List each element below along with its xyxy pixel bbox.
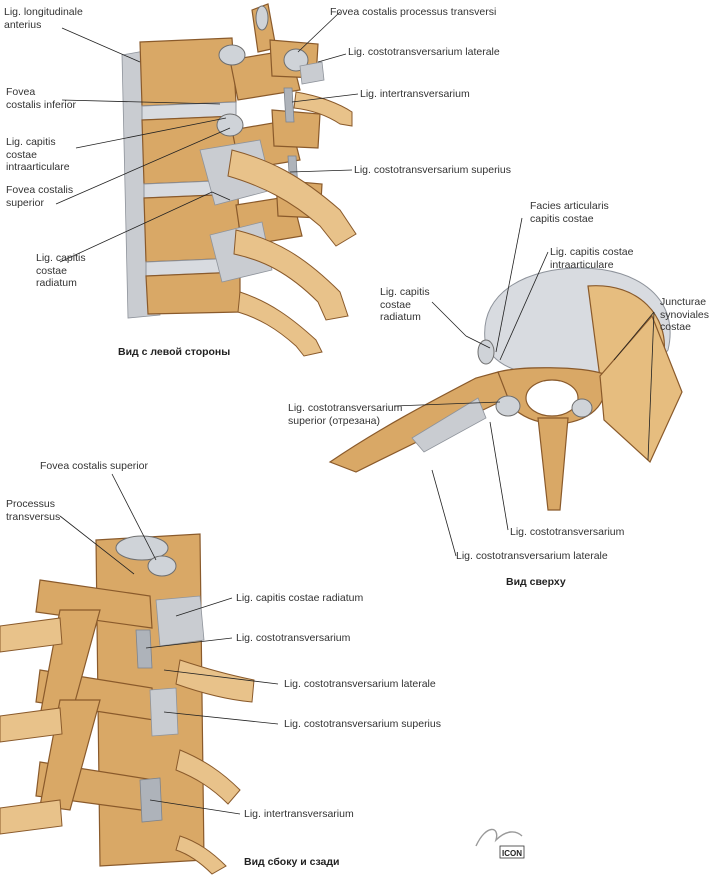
caption-left-view: Вид с левой стороны: [118, 346, 231, 358]
head-of-rib-joint: [477, 339, 495, 365]
left-view-illustration: [121, 3, 357, 357]
signature-mark: [475, 828, 523, 847]
rib: [175, 749, 241, 805]
rib: [175, 835, 227, 875]
label-lig-costotransversarium-laterale-top: Lig. costotransversarium laterale: [456, 550, 608, 562]
side-back-view-leaders: [59, 473, 279, 815]
vertebral-body-top-surface: [115, 535, 169, 561]
label-lig-capitis-costae-intraarticulare: Lig. capitis costae intraarticulare: [6, 136, 70, 173]
label-facies-articularis-capitis-costae: Facies articularis capitis costae: [530, 200, 609, 225]
label-lig-costotransversarium-laterale: Lig. costotransversarium laterale: [348, 46, 500, 58]
left-view-leaders: [55, 11, 359, 263]
label-lig-capitis-costae-radiatum: Lig. capitis costae radiatum: [36, 252, 86, 289]
top-view-leaders: [393, 217, 655, 557]
label-fovea-costalis-inferior: Fovea costalis inferior: [6, 86, 77, 111]
svg-text:ICON: ICON: [502, 849, 522, 858]
caption-side-back-view: Вид сбоку и сзади: [244, 856, 340, 868]
articular-facet: [255, 5, 269, 31]
label-fovea-costalis-superior: Fovea costalis superior: [6, 184, 74, 209]
label-lig-costotransversarium-laterale-back: Lig. costotransversarium laterale: [284, 678, 436, 690]
rib: [227, 149, 357, 247]
top-view-illustration: [328, 267, 683, 511]
label-lig-capitis-costae-intraarticulare-top: Lig. capitis costae intraarticulare: [550, 246, 634, 271]
costal-facet: [216, 113, 244, 137]
rib: [0, 617, 63, 653]
label-fovea-costalis-superior-back: Fovea costalis superior: [40, 460, 148, 472]
costotransverse-ligament-top: [411, 397, 487, 453]
label-juncturae-synoviales-costae: Juncturae synoviales costae: [660, 296, 710, 333]
rib: [0, 799, 63, 835]
label-lig-costotransversarium-superior-cut: Lig. costotransversarium superior (отрез…: [288, 402, 403, 427]
transverse-process: [271, 109, 321, 149]
label-lig-intertransversarium: Lig. intertransversarium: [360, 88, 470, 100]
lateral-costotransverse-ligament: [299, 61, 325, 85]
costotransverse-ligament: [135, 629, 153, 669]
label-lig-costotransversarium-superius-back: Lig. costotransversarium superius: [284, 718, 441, 730]
spinous-process-top: [537, 417, 569, 511]
rib: [237, 291, 323, 357]
intertransverse-ligament: [283, 87, 295, 123]
rib: [293, 91, 353, 127]
label-lig-costotransversarium-superius: Lig. costotransversarium superius: [354, 164, 511, 176]
label-lig-capitis-costae-radiatum-back: Lig. capitis costae radiatum: [236, 592, 364, 604]
costotransverse-joint-right: [571, 398, 593, 418]
publisher-logo: [499, 845, 525, 859]
radiate-ligament: [155, 595, 205, 647]
label-lig-costotransversarium-back: Lig. costotransversarium: [236, 632, 351, 644]
label-lig-intertransversarium-back: Lig. intertransversarium: [244, 808, 354, 820]
label-lig-capitis-costae-radiatum-top: Lig. capitis costae radiatum: [380, 286, 430, 323]
rib: [0, 707, 63, 743]
costal-facet: [218, 44, 246, 66]
label-fovea-costalis-processus-transversi: Fovea costalis processus transversi: [330, 6, 497, 18]
costotransverse-joint-left: [495, 395, 521, 417]
label-lig-longitudinale-anterius: Lig. longitudinale anterius: [4, 6, 83, 31]
vertebral-body: [139, 37, 237, 107]
rib: [233, 229, 349, 321]
label-lig-costotransversarium-top: Lig. costotransversarium: [510, 526, 625, 538]
side-back-view-illustration: [0, 533, 255, 875]
vertebral-foramen: [525, 379, 579, 417]
label-processus-transversus: Processus transversus: [6, 498, 61, 523]
rib: [175, 659, 255, 703]
costal-facet: [147, 555, 177, 577]
caption-top-view: Вид сверху: [506, 576, 566, 588]
